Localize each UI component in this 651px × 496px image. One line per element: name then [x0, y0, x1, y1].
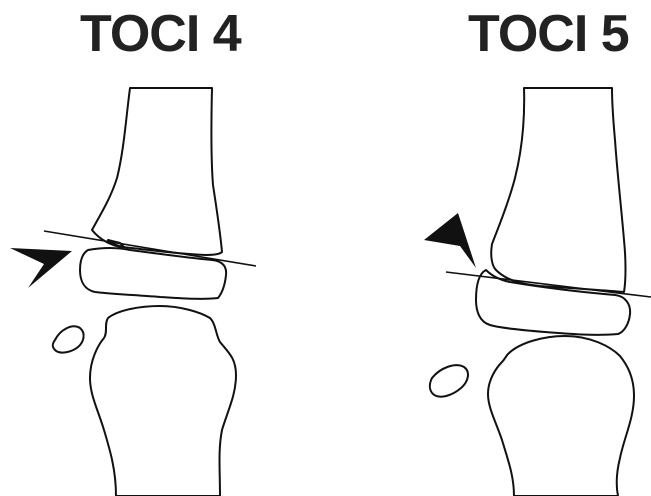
arrowhead-left — [10, 248, 72, 288]
panel-toci-5 — [424, 88, 651, 496]
sesamoid-left — [53, 326, 84, 352]
upper-bone-right — [491, 88, 625, 292]
upper-bone-left — [92, 88, 222, 255]
arrowhead-right — [424, 213, 476, 268]
sesamoid-right — [430, 365, 468, 396]
lower-bone-right — [488, 336, 634, 496]
lower-bone-left — [90, 306, 236, 496]
panel-toci-4 — [10, 88, 256, 496]
